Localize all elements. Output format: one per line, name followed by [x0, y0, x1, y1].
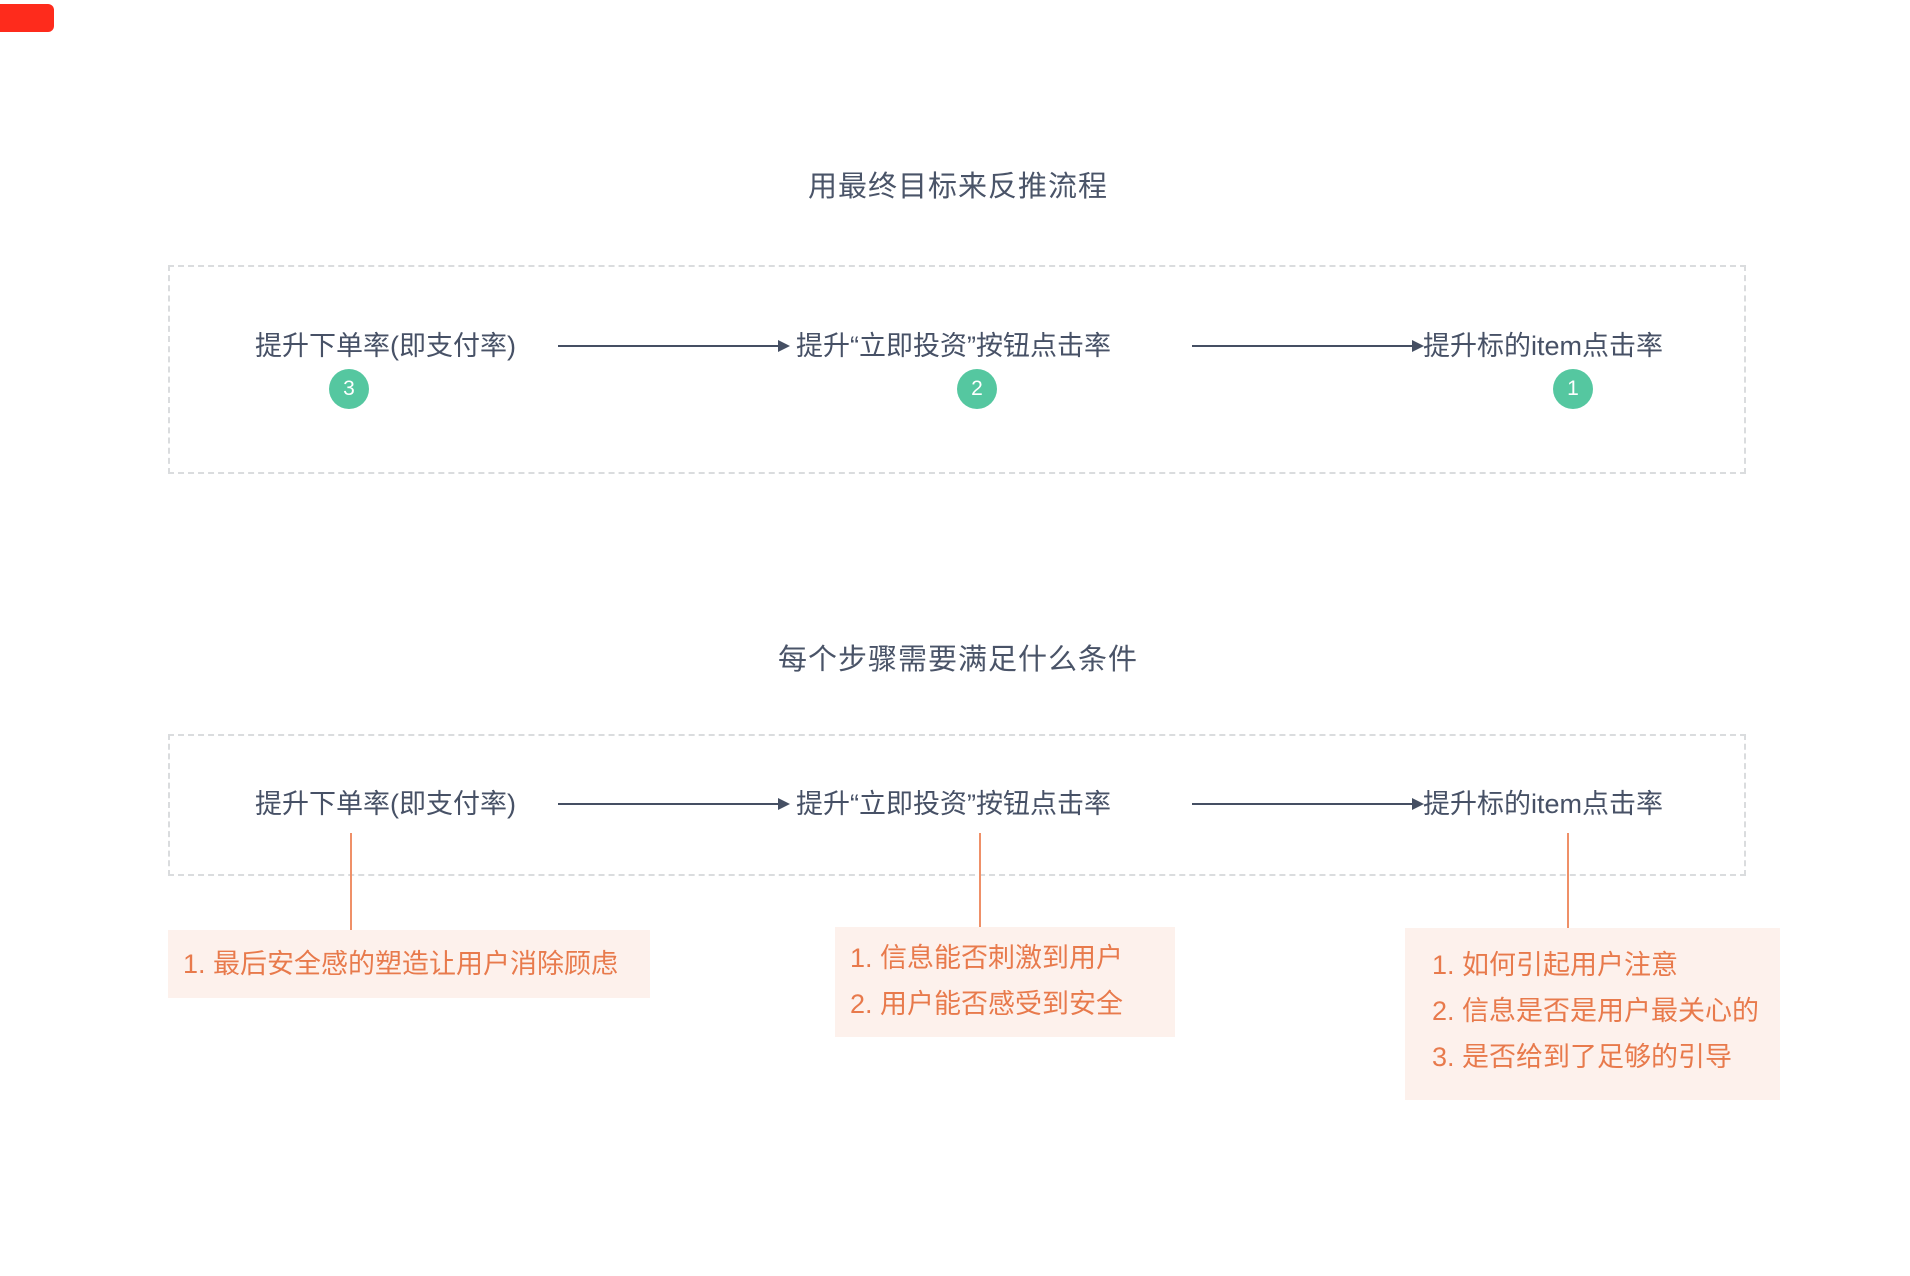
arrow-right-icon — [558, 798, 790, 810]
flow-node-order-rate: 提升下单率(即支付率) — [255, 789, 516, 819]
section1-title: 用最终目标来反推流程 — [807, 171, 1108, 203]
connector-line — [979, 833, 981, 927]
recording-indicator — [0, 4, 54, 32]
step-badge: 3 — [329, 369, 369, 409]
arrow-right-icon — [1192, 340, 1424, 352]
step-badge: 2 — [957, 369, 997, 409]
connector-line — [350, 833, 352, 930]
flow-node-item-click-rate: 提升标的item点击率 — [1423, 331, 1664, 361]
callout-order-rate: 1. 最后安全感的塑造让用户消除顾虑 — [168, 930, 650, 998]
flow-node-invest-button-rate: 提升“立即投资”按钮点击率 — [796, 331, 1111, 361]
callout-invest-button: 1. 信息能否刺激到用户 2. 用户能否感受到安全 — [835, 927, 1175, 1037]
arrow-right-icon — [1192, 798, 1424, 810]
callout-item: 1. 信息能否刺激到用户 — [850, 943, 1124, 973]
step-badge: 1 — [1553, 369, 1593, 409]
callout-item: 2. 信息是否是用户最关心的 — [1432, 996, 1760, 1026]
callout-item: 2. 用户能否感受到安全 — [850, 989, 1124, 1019]
section2-flow-container — [168, 734, 1746, 876]
arrow-right-icon — [558, 340, 790, 352]
section1-flow-container — [168, 265, 1746, 474]
flow-node-order-rate: 提升下单率(即支付率) — [255, 331, 516, 361]
connector-line — [1567, 833, 1569, 928]
callout-item-click: 1. 如何引起用户注意 2. 信息是否是用户最关心的 3. 是否给到了足够的引导 — [1405, 928, 1780, 1100]
callout-item: 1. 如何引起用户注意 — [1432, 950, 1679, 980]
flow-node-invest-button-rate: 提升“立即投资”按钮点击率 — [796, 789, 1111, 819]
callout-item: 1. 最后安全感的塑造让用户消除顾虑 — [183, 949, 619, 979]
callout-item: 3. 是否给到了足够的引导 — [1432, 1042, 1733, 1072]
flow-node-item-click-rate: 提升标的item点击率 — [1423, 789, 1664, 819]
section2-title: 每个步骤需要满足什么条件 — [777, 644, 1138, 676]
